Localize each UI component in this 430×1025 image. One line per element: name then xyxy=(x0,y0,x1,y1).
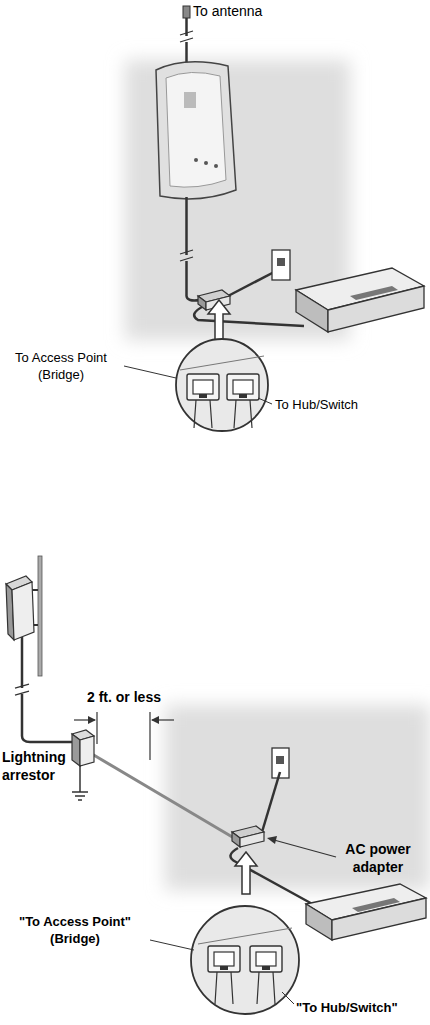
callout-label: To Hub/Switch xyxy=(275,397,415,414)
hollow-arrow xyxy=(235,852,257,894)
access-point-body xyxy=(156,62,236,199)
dimension xyxy=(74,712,174,760)
cable xyxy=(92,754,234,838)
callout-label: 2 ft. or less xyxy=(84,688,164,706)
cable-break xyxy=(180,31,193,42)
power-injector xyxy=(232,826,264,847)
leader-line xyxy=(282,992,294,1004)
access-point-face xyxy=(166,72,226,187)
injector-side xyxy=(198,296,206,310)
hub-ports xyxy=(350,286,398,300)
lightning-arrestor xyxy=(72,730,94,800)
wall-outlet xyxy=(272,250,290,280)
dimension-tick xyxy=(149,712,150,760)
cable xyxy=(21,637,24,688)
arrestor-side xyxy=(72,734,80,766)
logo xyxy=(184,92,196,108)
rj45-port xyxy=(227,374,259,400)
callout-label: To antenna xyxy=(193,2,313,20)
rj45-port xyxy=(187,374,219,400)
cable xyxy=(15,637,234,838)
access-point xyxy=(156,62,236,199)
cable xyxy=(185,197,188,255)
antenna-connector xyxy=(183,6,190,18)
magnifier-circle xyxy=(191,906,299,1014)
hub-side xyxy=(296,290,328,332)
led xyxy=(204,161,208,165)
cable xyxy=(185,42,188,64)
magnifier-circle xyxy=(176,339,268,431)
leader-line xyxy=(150,940,194,950)
ground-symbol xyxy=(72,792,88,800)
callout-label: "To Access Point" (Bridge) xyxy=(2,914,148,948)
callout-label: "To Hub/Switch" xyxy=(296,1000,426,1017)
power-cable xyxy=(228,270,278,296)
injector-edge xyxy=(180,356,264,370)
hub-front xyxy=(332,898,426,940)
magnifier-circle xyxy=(191,906,299,1014)
hub-side xyxy=(306,904,332,940)
leader-arrow xyxy=(267,836,336,857)
arrowhead xyxy=(88,716,96,724)
leader-line xyxy=(124,366,176,378)
wall-shade xyxy=(165,705,430,890)
injector-edge xyxy=(198,928,292,944)
ground-wire xyxy=(79,766,81,792)
callout-label: To Access Point (Bridge) xyxy=(2,350,120,384)
bridge-front xyxy=(12,582,34,640)
outdoor-bridge xyxy=(6,576,38,640)
wall-shade xyxy=(165,705,430,890)
power-cable xyxy=(262,772,280,832)
arrowhead xyxy=(151,716,159,724)
hub-ports xyxy=(352,898,400,912)
cable xyxy=(230,772,316,906)
rj45-port xyxy=(208,946,240,972)
pole xyxy=(38,556,42,676)
hub-switch xyxy=(306,884,426,940)
magnifier-circle xyxy=(176,339,268,431)
leader-line xyxy=(258,398,272,404)
led xyxy=(194,158,198,162)
cable xyxy=(187,261,201,301)
injector-front xyxy=(240,832,264,847)
callout-label: AC power adapter xyxy=(334,840,422,876)
pole xyxy=(38,556,42,676)
cable-break xyxy=(180,250,193,261)
hub-front xyxy=(328,286,424,332)
antenna-cable xyxy=(180,6,193,64)
led xyxy=(214,164,218,168)
rj45-port xyxy=(250,946,282,972)
leader-line xyxy=(274,840,336,857)
cable xyxy=(22,694,72,742)
dimension-tick xyxy=(96,712,97,744)
outlet-socket xyxy=(276,756,284,764)
injector-side xyxy=(232,832,240,847)
hollow-arrow xyxy=(208,300,230,342)
hub-cable xyxy=(230,848,316,906)
plug-cable xyxy=(215,972,275,1004)
plug-cable xyxy=(194,400,252,428)
wall-outlet xyxy=(272,250,290,280)
cable xyxy=(180,197,304,326)
hub-switch xyxy=(296,268,424,332)
cable-break xyxy=(15,684,29,695)
outlet-socket xyxy=(277,258,285,266)
callout-label: Lightning arrestor xyxy=(2,748,70,784)
arrestor-front xyxy=(80,736,94,766)
arrowhead xyxy=(267,836,277,844)
